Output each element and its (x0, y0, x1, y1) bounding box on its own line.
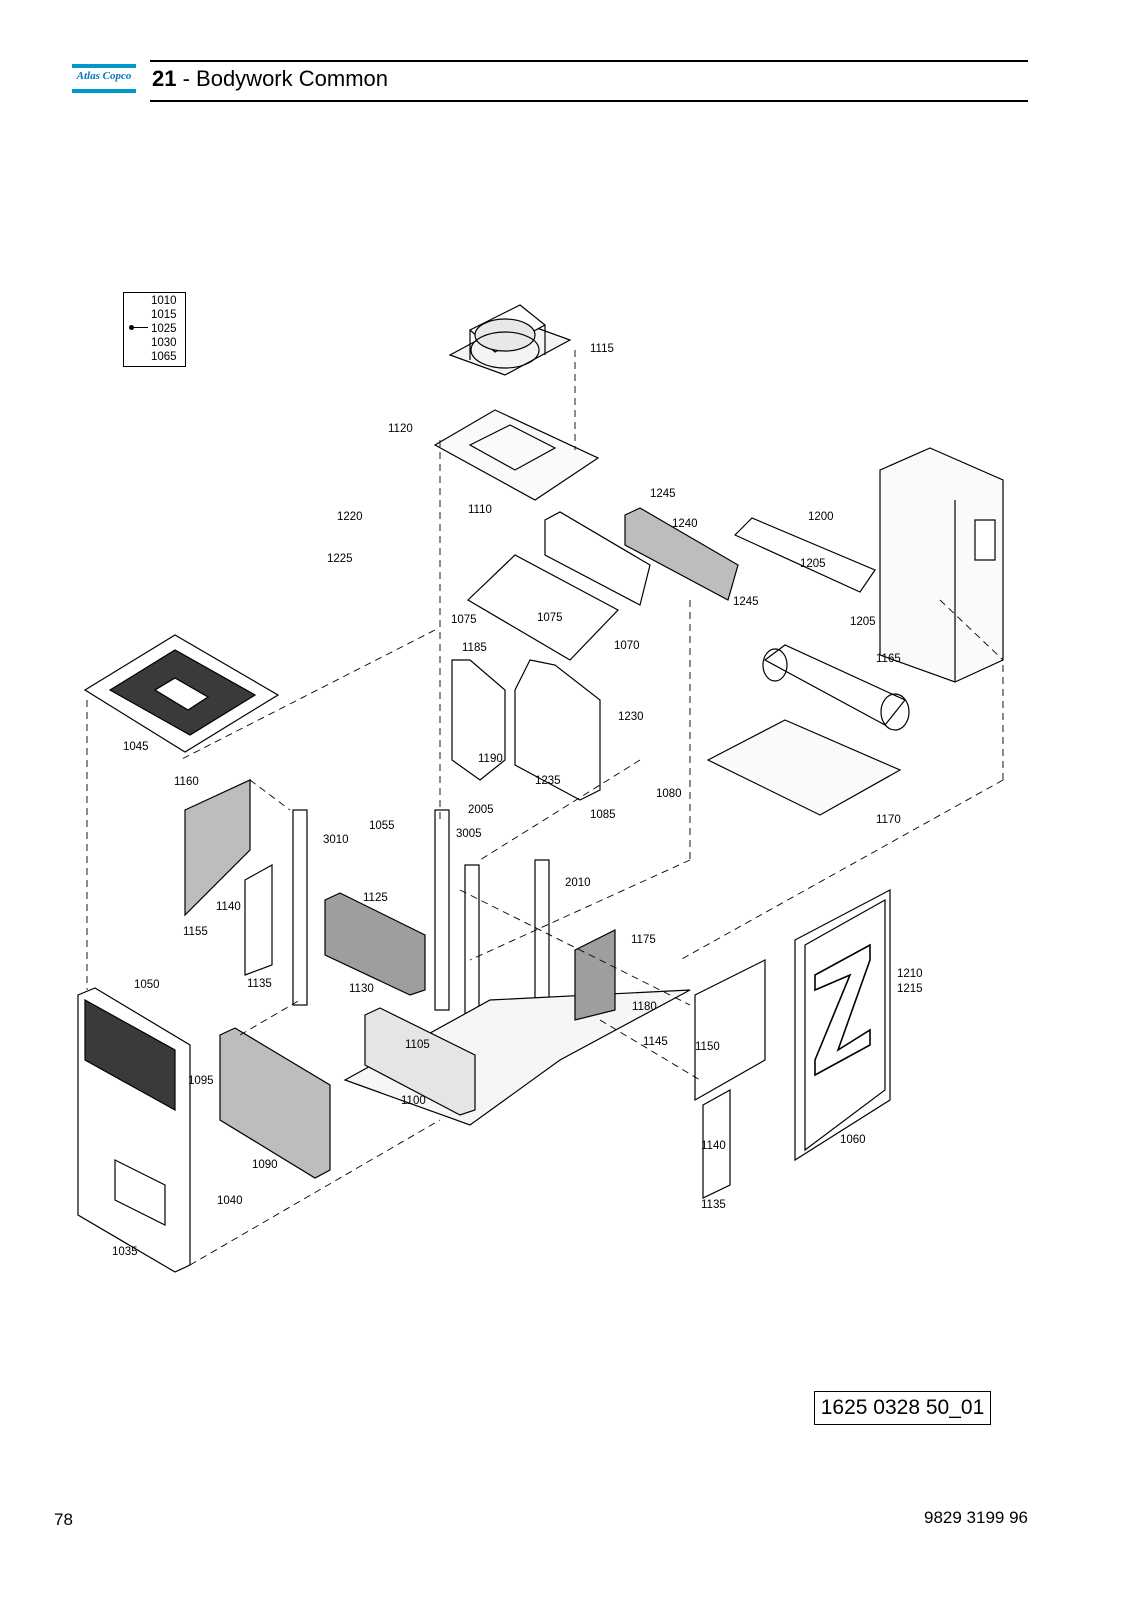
part-label: 1075 (537, 612, 563, 624)
legend-label: 1015 (151, 309, 177, 321)
panel-1185 (451, 659, 506, 781)
part-label: 1170 (876, 814, 901, 826)
part-label: 1090 (252, 1159, 278, 1171)
panel-1125 (324, 892, 426, 996)
part-label: 1110 (468, 504, 492, 516)
legend-label: 1030 (151, 337, 177, 349)
part-label: 1095 (188, 1075, 214, 1087)
part-label: 1225 (327, 553, 353, 565)
electrical-cabinet (879, 447, 1004, 683)
drawing-number: 1625 0328 50_01 (814, 1391, 991, 1425)
part-label: 1105 (405, 1039, 430, 1051)
part-label: 1190 (478, 753, 503, 765)
part-label: 1115 (590, 343, 614, 355)
part-label: 1120 (388, 423, 413, 435)
part-label: 1135 (701, 1199, 726, 1211)
part-label: 1075 (451, 614, 477, 626)
post-3010 (292, 809, 308, 1006)
legend-label: 1025 (151, 323, 177, 335)
panel-1070 (467, 554, 619, 661)
left-door-1035 (77, 987, 191, 1273)
part-label: 1135 (247, 978, 272, 990)
part-label: 1220 (337, 511, 363, 523)
atlas-copco-logo: Atlas Copco (72, 64, 136, 94)
post-2005 (434, 809, 450, 1011)
cover-1200 (733, 517, 876, 593)
page-title: 21 - Bodywork Common (152, 66, 388, 92)
legend-label: 1010 (151, 295, 177, 307)
part-label: 1185 (462, 642, 487, 654)
bullet-icon (129, 325, 134, 330)
part-label: 1160 (174, 776, 199, 788)
part-label: 1245 (733, 596, 759, 608)
part-label: 2005 (468, 804, 494, 816)
panel-1160 (184, 779, 251, 917)
top-plate (433, 409, 600, 501)
section-number: 21 (152, 66, 177, 91)
panel-1090 (219, 1027, 331, 1179)
legend-box: 1010 1015 1025 1030 1065 (123, 292, 186, 367)
part-label: 1180 (632, 1001, 657, 1013)
part-label: 1060 (840, 1134, 866, 1146)
part-label: 1050 (134, 979, 160, 991)
leader-line (134, 327, 148, 328)
part-label: 1045 (123, 741, 149, 753)
roof-grille-1045 (83, 634, 280, 753)
legend-label: 1065 (151, 351, 177, 363)
part-label: 1150 (695, 1041, 720, 1053)
part-label: 1175 (631, 934, 656, 946)
part-label: 1100 (401, 1095, 426, 1107)
part-label: 3005 (456, 828, 482, 840)
section-title: - Bodywork Common (176, 66, 388, 91)
document-number: 9829 3199 96 (924, 1508, 1028, 1527)
part-label: 1125 (363, 892, 388, 904)
part-label: 1245 (650, 488, 676, 500)
part-label: 1200 (808, 511, 834, 523)
part-label: 1070 (614, 640, 640, 652)
silencer-1165 (762, 644, 910, 731)
part-label: 1055 (369, 820, 395, 832)
part-label: 2010 (565, 877, 591, 889)
part-label: 1035 (112, 1246, 138, 1258)
part-label: 1145 (643, 1036, 668, 1048)
part-label: 1235 (535, 775, 561, 787)
panel-1240 (624, 507, 739, 601)
part-label: 1165 (876, 653, 901, 665)
part-label: 1040 (217, 1195, 243, 1207)
part-label: 1210 (897, 968, 923, 980)
panel-1230 (514, 659, 601, 801)
page-number: 78 (54, 1510, 73, 1529)
assembly-lines (86, 350, 1004, 1266)
part-label: 1205 (800, 558, 826, 570)
front-door-1060 (794, 889, 891, 1162)
fan-assembly (448, 304, 572, 376)
part-label: 1130 (349, 983, 374, 995)
part-label: 1080 (656, 788, 682, 800)
header-bottom-rule (150, 100, 1028, 102)
part-label: 1140 (701, 1140, 726, 1152)
header-top-rule (150, 60, 1028, 62)
part-label: 1230 (618, 711, 644, 723)
panel-1150 (694, 959, 766, 1102)
part-label: 1085 (590, 809, 616, 821)
part-label: 3010 (323, 834, 349, 846)
brand-name: Atlas Copco (76, 70, 132, 82)
part-label: 1215 (897, 983, 923, 995)
part-label: 1155 (183, 926, 208, 938)
panel-1140 (702, 1088, 731, 1199)
panel-1175 (574, 929, 616, 1021)
part-label: 1240 (672, 518, 698, 530)
part-label: 1205 (850, 616, 876, 628)
part-label: 1140 (216, 901, 241, 913)
